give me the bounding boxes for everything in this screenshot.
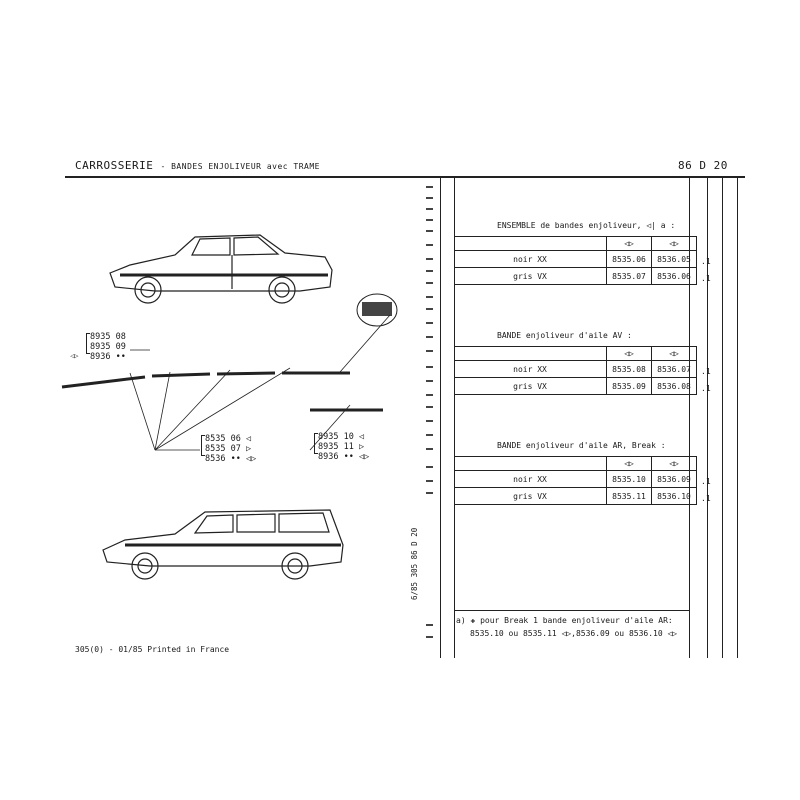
left-hand-icon: ◁▷ xyxy=(606,236,652,251)
quantity: .1 xyxy=(701,494,711,503)
section-3-title: BANDE enjoliveur d'aile AR, Break : xyxy=(497,441,666,450)
left-hand-icon: ◁▷ xyxy=(606,456,652,471)
callout-line: 8935 10 ◁ xyxy=(318,432,365,442)
section-1-table: ◁▷ ◁▷ noir XX 8535.06 8536.05 gris VX 85… xyxy=(454,236,697,285)
arrow-double-icon: ◁▷ xyxy=(245,454,257,464)
callout-line: 8536 •• ◁▷ xyxy=(205,454,257,464)
callout-top-left: 8935 08 8935 09 8936 •• xyxy=(86,332,126,362)
callout-lines xyxy=(129,314,391,451)
arrow-left-icon: ◁ xyxy=(358,432,365,442)
quantity: .1 xyxy=(701,384,711,393)
section-name: CARROSSERIE xyxy=(75,159,154,172)
header-rule xyxy=(65,176,745,178)
section-title: CARROSSERIE - BANDES ENJOLIVEUR avec TRA… xyxy=(75,159,320,172)
arrow-double-icon: ◁▷ xyxy=(358,452,370,462)
table-right-rule xyxy=(689,178,690,658)
callout-line: 8935 09 xyxy=(90,342,126,352)
scale-ticks xyxy=(426,186,433,638)
note-separator xyxy=(454,610,689,611)
rear-strip xyxy=(310,408,383,412)
callout-mid-right: 8935 10 ◁ 8935 11 ▷ 8936 •• ◁▷ xyxy=(314,432,370,462)
section-3-table: ◁▷ ◁▷ noir XX 8535.10 8536.09 gris VX 85… xyxy=(454,456,697,505)
table-row: noir XX 8535.08 8536.07 xyxy=(454,360,697,378)
arrow-right-icon: ▷ xyxy=(358,442,365,452)
quantity: .1 xyxy=(701,257,711,266)
panel-rule xyxy=(454,178,455,658)
section-subtitle: - BANDES ENJOLIVEUR avec TRAME xyxy=(160,162,320,171)
section-1-title: ENSEMBLE de bandes enjoliveur, ◁| a : xyxy=(497,221,676,230)
callout-arrow-icon: ◁▷ xyxy=(70,352,79,360)
sedan-illustration xyxy=(109,234,333,304)
callout-line: 8935 08 xyxy=(90,332,126,342)
table-row: noir XX 8535.06 8536.05 xyxy=(454,250,697,268)
side-reference: 6/85 305 86 D 20 xyxy=(410,527,419,600)
right-hand-icon: ◁▷ xyxy=(651,236,697,251)
arrow-left-icon: ◁ xyxy=(245,434,252,444)
margin-rule-2 xyxy=(722,178,723,658)
margin-rule-1 xyxy=(707,178,708,658)
callout-bracket xyxy=(86,333,90,354)
callout-bracket xyxy=(314,433,318,454)
callout-mid-center: 8535 06 ◁ 8535 07 ▷ 8536 •• ◁▷ xyxy=(201,434,257,464)
section-2-title: BANDE enjoliveur d'aile AV : xyxy=(497,331,632,340)
callout-line: 8936 •• xyxy=(90,352,126,362)
footnote-line-1: a) ✚ pour Break 1 bande enjoliveur d'ail… xyxy=(456,616,673,625)
scale-column-rule xyxy=(440,178,441,658)
callout-line: 8535 06 ◁ xyxy=(205,434,252,444)
page-code: 86 D 20 xyxy=(678,159,728,172)
arrow-right-icon: ▷ xyxy=(245,444,252,454)
estate-illustration xyxy=(102,509,344,580)
table-row: gris VX 8535.11 8536.10 xyxy=(454,487,697,505)
trim-strip xyxy=(61,371,350,389)
callout-line: 8935 11 ▷ xyxy=(318,442,365,452)
quantity: .1 xyxy=(701,367,711,376)
quantity: .1 xyxy=(701,477,711,486)
right-hand-icon: ◁▷ xyxy=(651,346,697,361)
right-hand-icon: ◁▷ xyxy=(651,456,697,471)
footnote-line-2: 8535.10 ou 8535.11 ◁▷,8536.09 ou 8536.10… xyxy=(470,629,678,638)
margin-rule-3 xyxy=(737,178,738,658)
strip-detail-inset xyxy=(356,293,398,327)
print-reference: 305(0) - 01/85 Printed in France xyxy=(75,645,230,654)
callout-bracket xyxy=(201,435,205,456)
table-row: gris VX 8535.07 8536.06 xyxy=(454,267,697,285)
section-2-table: ◁▷ ◁▷ noir XX 8535.08 8536.07 gris VX 85… xyxy=(454,346,697,395)
callout-line: 8535 07 ▷ xyxy=(205,444,252,454)
table-row: gris VX 8535.09 8536.08 xyxy=(454,377,697,395)
left-hand-icon: ◁▷ xyxy=(606,346,652,361)
table-row: noir XX 8535.10 8536.09 xyxy=(454,470,697,488)
quantity: .1 xyxy=(701,274,711,283)
callout-line: 8936 •• ◁▷ xyxy=(318,452,370,462)
